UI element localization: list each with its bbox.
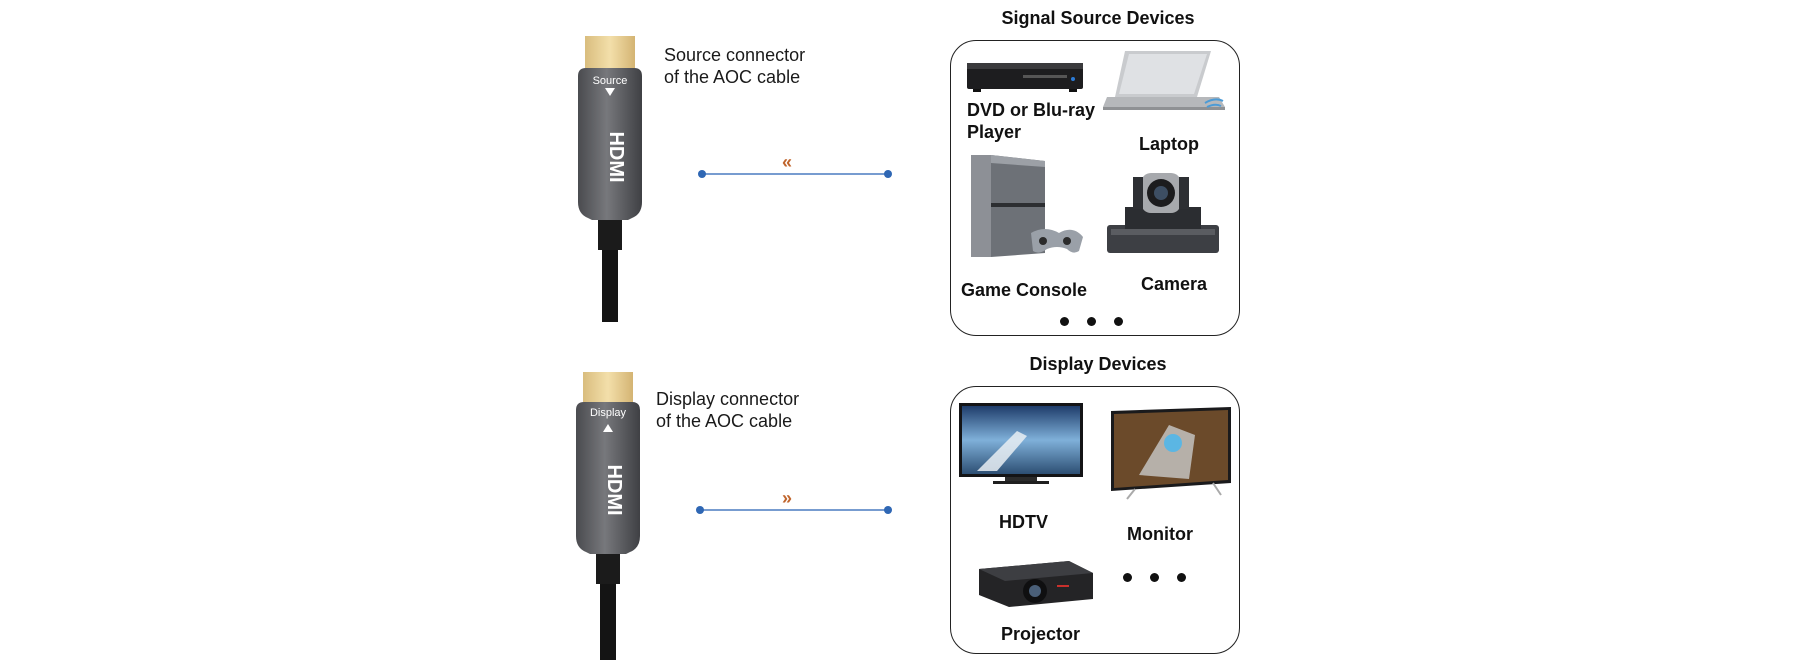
projector-icon — [969, 547, 1101, 611]
dvd-player-icon — [963, 55, 1087, 95]
source-badge: Source — [592, 75, 628, 87]
display-badge: Display — [589, 407, 627, 419]
display-connector: HDMI Display — [568, 368, 648, 660]
hdmi-plug-icon: HDMI — [576, 372, 640, 660]
hdmi-logo: HDMI — [605, 131, 627, 182]
laptop-icon — [1101, 47, 1229, 115]
monitor-icon — [1109, 405, 1233, 501]
device-label-projector: Projector — [1001, 624, 1081, 644]
source-connector: HDMI Source — [570, 32, 650, 322]
device-label-camera: Camera — [1141, 274, 1208, 294]
source-connector-caption: Source connector of the AOC cable — [664, 44, 805, 88]
caption-line: Source connector — [664, 45, 806, 65]
display-devices-panel: HDTV Monitor Projector — [950, 386, 1240, 654]
display-connector-caption: Display connector of the AOC cable — [656, 388, 799, 432]
more-devices-ellipsis — [1060, 313, 1141, 331]
device-label-laptop: Laptop — [1139, 134, 1199, 154]
device-label-dvd: DVD or Blu-ray Player — [967, 99, 1095, 143]
caption-line: Display connector — [656, 389, 800, 409]
caption-line: of the AOC cable — [664, 67, 801, 87]
dot — [1114, 317, 1123, 326]
display-section-title: Display Devices — [1029, 354, 1167, 374]
label-line: DVD or Blu-ray — [967, 100, 1096, 120]
caption-line: of the AOC cable — [656, 411, 793, 431]
source-devices-panel: DVD or Blu-ray Player Laptop Game Consol… — [950, 40, 1240, 336]
game-console-icon — [965, 153, 1085, 263]
more-devices-ellipsis — [1123, 569, 1204, 587]
hdmi-logo: HDMI — [603, 464, 625, 515]
hdmi-plug-icon: HDMI — [578, 36, 642, 322]
label-line: Player — [967, 122, 1022, 142]
device-label-monitor: Monitor — [1127, 524, 1193, 544]
display-link-line: » — [692, 488, 894, 524]
device-label-game-console: Game Console — [961, 280, 1088, 300]
dot — [1087, 317, 1096, 326]
dot — [1060, 317, 1069, 326]
source-link-line: « — [694, 152, 894, 188]
direction-arrow-left-icon: « — [782, 152, 793, 172]
dot — [1177, 573, 1186, 582]
camera-icon — [1101, 167, 1225, 257]
device-label-hdtv: HDTV — [999, 512, 1048, 532]
source-section-title: Signal Source Devices — [1001, 8, 1195, 28]
hdtv-icon — [957, 401, 1085, 489]
dot — [1123, 573, 1132, 582]
dot — [1150, 573, 1159, 582]
direction-arrow-right-icon: » — [782, 488, 793, 508]
